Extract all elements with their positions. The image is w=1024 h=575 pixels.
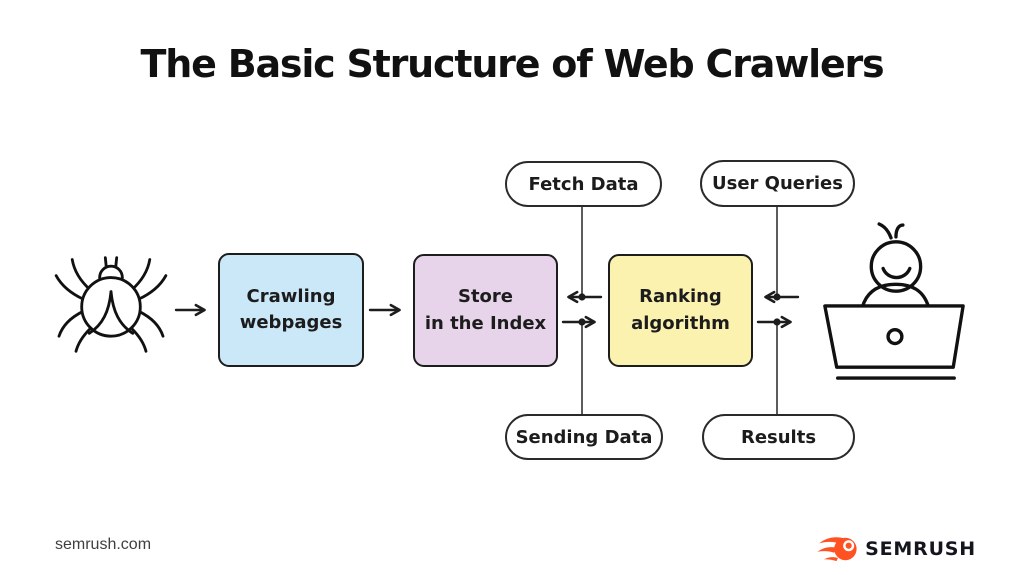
pill-label: Fetch Data (528, 173, 639, 195)
semrush-logo: SEMRUSH (816, 535, 976, 563)
node-crawling-webpages: Crawling webpages (218, 253, 364, 367)
spider-bug-icon (54, 256, 168, 353)
node-store-in-index: Store in the Index (413, 254, 558, 367)
brand-name: SEMRUSH (865, 538, 976, 560)
pill-label: Results (740, 426, 817, 448)
pill-label: Sending Data (515, 426, 653, 448)
node-ranking-algorithm: Ranking algorithm (608, 254, 753, 367)
person-at-laptop-icon (823, 222, 965, 380)
node-label-line: in the Index (424, 312, 547, 334)
node-label-line: Crawling (246, 285, 336, 307)
node-label-line: Store (457, 286, 514, 308)
semrush-flame-icon (817, 537, 857, 562)
pill-fetch-data: Fetch Data (505, 161, 662, 207)
node-label-line: webpages (239, 312, 343, 333)
footer-site-url: semrush.com (55, 536, 152, 553)
pill-user-queries: User Queries (700, 160, 855, 207)
page-title: The Basic Structure of Web Crawlers (140, 42, 885, 86)
node-label-line: algorithm (631, 312, 730, 334)
pill-label: User Queries (712, 173, 843, 194)
node-label-line: Ranking (639, 286, 722, 308)
pill-sending-data: Sending Data (505, 414, 663, 460)
pill-results: Results (702, 414, 855, 460)
